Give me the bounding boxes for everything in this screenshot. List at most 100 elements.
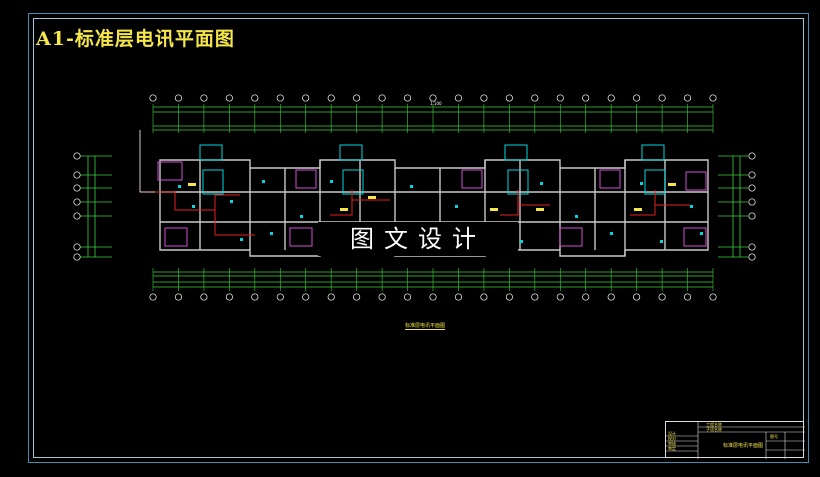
axis-bubble-top — [353, 94, 361, 102]
axis-bubble-right — [748, 152, 756, 160]
axis-bubble-top — [200, 94, 208, 102]
outlet-icon — [330, 180, 333, 183]
axis-bubble-left — [73, 243, 81, 251]
axis-bubble-bottom — [683, 293, 692, 301]
axis-bubble-bottom — [454, 293, 463, 301]
axis-bubble-bottom — [378, 293, 386, 301]
outlet-icon — [575, 215, 578, 218]
axis-bubble-top — [454, 94, 463, 102]
axis-bubble-bottom — [302, 293, 310, 301]
axis-bubble-top — [225, 94, 233, 102]
axis-bubble-bottom — [251, 293, 259, 301]
outlet-icon — [178, 185, 181, 188]
axis-bubble-bottom — [200, 293, 208, 301]
left-dimension-lines — [80, 155, 112, 258]
dimension-ticks — [152, 104, 714, 291]
axis-bubble-bottom — [149, 293, 157, 301]
axis-bubble-top — [480, 94, 488, 102]
outlet-icon — [300, 215, 303, 218]
axis-bubble-top — [709, 94, 717, 102]
title-block-subitem: 子项名称 — [706, 427, 722, 432]
axis-bubble-bottom — [353, 293, 361, 301]
axis-bubble-left — [73, 198, 81, 206]
axis-bubble-right — [748, 171, 756, 179]
axis-bubble-left — [73, 212, 81, 220]
axis-bubble-top — [556, 94, 564, 102]
outlet-icon — [410, 185, 413, 188]
outlet-icon — [230, 200, 233, 203]
axis-bubble-top — [607, 94, 615, 102]
telecom-wiring — [140, 190, 690, 236]
axis-bubble-top — [633, 94, 641, 102]
axis-bubble-top — [251, 94, 259, 102]
sheet-border-inner — [33, 18, 804, 458]
balconies — [157, 161, 707, 247]
axis-bubble-top — [174, 94, 183, 102]
device-tag-icon — [340, 208, 348, 211]
scale-label: 1:100 — [430, 101, 442, 106]
stair-cores — [199, 144, 666, 195]
axis-bubble-top — [276, 94, 284, 102]
axis-bubble-bottom — [505, 293, 513, 301]
axis-bubble-top — [378, 94, 386, 102]
axis-bubble-top — [302, 94, 310, 102]
axis-bubble-bottom — [327, 293, 335, 301]
outlet-icon — [262, 180, 265, 183]
axis-bubble-left — [73, 184, 81, 192]
outlet-icon — [455, 205, 458, 208]
axis-bubble-right — [748, 184, 756, 192]
device-tag-icon — [368, 196, 376, 199]
axis-bubble-bottom — [531, 293, 539, 301]
title-block-check: 校对 — [668, 436, 676, 441]
outlet-icon — [192, 205, 195, 208]
axis-bubble-top — [149, 94, 157, 102]
axis-bubble-right — [748, 212, 756, 220]
title-block-number: 图号 — [770, 434, 778, 439]
title-block-project: 工程名称 — [706, 422, 722, 427]
axis-bubble-bottom — [633, 293, 641, 301]
title-block-approve: 审定 — [668, 446, 676, 451]
title-block: 标准层电讯平面图 工程名称 子项名称 图号 设计 校对 审核 审定 — [665, 421, 805, 459]
riser-lead — [139, 130, 155, 193]
axis-bubble-bottom — [480, 293, 488, 301]
axis-bubble-right — [748, 243, 756, 251]
axis-bubble-bottom — [658, 293, 666, 301]
device-tags — [188, 183, 676, 211]
axis-bubble-top — [531, 94, 539, 102]
outlet-icon — [540, 182, 543, 185]
outlet-icon — [640, 182, 643, 185]
device-tag-icon — [490, 208, 498, 211]
axis-bubble-left — [73, 253, 81, 261]
axis-bubble-top — [327, 94, 335, 102]
outlet-icon — [520, 240, 523, 243]
title-block-grid — [666, 422, 805, 459]
title-block-drawing-title: 标准层电讯平面图 — [723, 443, 764, 449]
device-tag-icon — [634, 208, 642, 211]
axis-bubble-top — [658, 94, 666, 102]
axis-bubble-bottom — [403, 293, 412, 301]
right-dimension-lines — [718, 155, 748, 258]
axis-bubble-bottom — [709, 293, 717, 301]
axis-bubble-bottom — [429, 293, 437, 301]
axis-bubble-top — [582, 94, 590, 102]
title-block-design: 设计 — [668, 431, 676, 436]
device-tag-icon — [536, 208, 544, 211]
outlet-icon — [270, 232, 273, 235]
sheet-border-outer — [28, 13, 809, 463]
axis-bubble-bottom — [225, 293, 233, 301]
outlet-icon — [700, 232, 703, 235]
outlet-icon — [690, 205, 693, 208]
plan-caption: 标准层电讯平面图 — [405, 323, 446, 330]
axis-bubble-top — [403, 94, 412, 102]
watermark: 图文设计 — [318, 222, 518, 256]
axis-bubble-left — [73, 152, 81, 160]
axis-bubble-right — [748, 198, 756, 206]
sheet-title: A1-标准层电讯平面图 — [36, 28, 235, 50]
device-tag-icon — [668, 183, 676, 186]
axis-bubble-bottom — [607, 293, 615, 301]
axis-bubble-top — [683, 94, 692, 102]
axis-bubble-bottom — [174, 293, 183, 301]
outlet-icon — [660, 240, 663, 243]
